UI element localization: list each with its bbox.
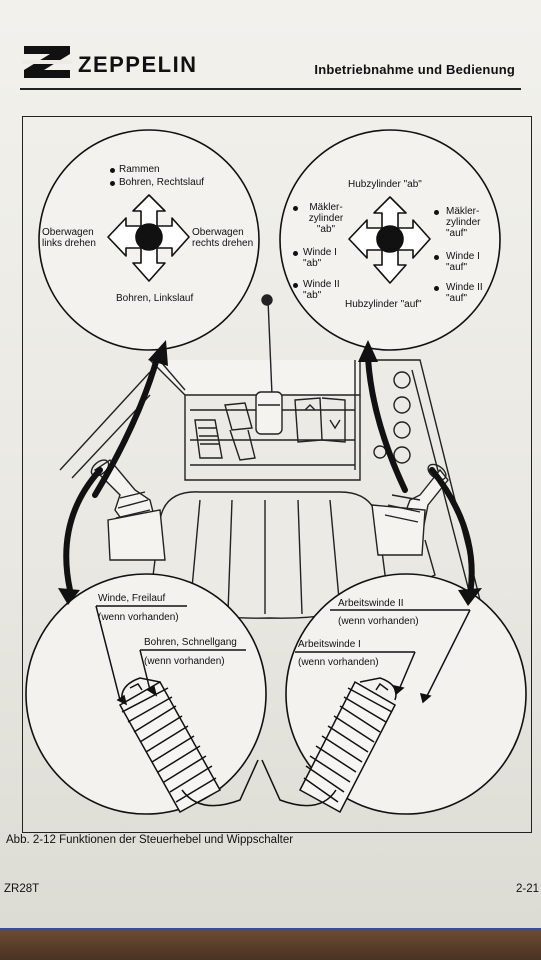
footer-model: ZR28T bbox=[4, 883, 40, 895]
bullet bbox=[434, 286, 439, 291]
zeppelin-logo: ZEPPELIN bbox=[22, 46, 198, 78]
left-switch-note-2: (wenn vorhanden) bbox=[144, 656, 225, 667]
left-lever-top-item-2: Bohren, Rechtslauf bbox=[119, 177, 205, 188]
right-lever-top-label: Hubzylinder "ab" bbox=[348, 179, 422, 190]
right-switch-note-2: (wenn vorhanden) bbox=[298, 657, 379, 668]
header-divider bbox=[20, 88, 521, 90]
arrow-right-lever-up bbox=[365, 355, 408, 493]
page-number: 2-21 bbox=[515, 883, 539, 895]
left-lever-top-item-1: Rammen bbox=[119, 164, 160, 175]
left-switch-drawing bbox=[95, 605, 259, 814]
right-direction-arrows bbox=[348, 196, 431, 284]
figure-frame bbox=[22, 116, 532, 833]
right-lever-left-item-2: Winde I "ab" bbox=[303, 247, 337, 269]
bullet bbox=[110, 168, 115, 173]
cab-drawing bbox=[59, 294, 481, 619]
right-lever-right-item-1: Mäkler- zylinder "auf" bbox=[446, 206, 481, 239]
arrow-right-lever-down bbox=[429, 467, 475, 598]
left-lever-right-label-2: rechts drehen bbox=[192, 238, 254, 249]
right-switch-label-2: Arbeitswinde I bbox=[298, 639, 361, 650]
left-lever-left-label-1: Oberwagen bbox=[42, 227, 94, 238]
right-lever-left-item-3: Winde II "ab" bbox=[303, 279, 340, 301]
figure-illustration bbox=[25, 129, 527, 815]
left-direction-arrows bbox=[107, 194, 190, 282]
arrow-left-lever-down bbox=[63, 467, 103, 593]
bullet bbox=[293, 251, 298, 256]
left-switch-label-1: Winde, Freilauf bbox=[98, 593, 166, 604]
table-surface bbox=[0, 930, 541, 960]
right-lever-left-item-1: Mäkler- zylinder "ab" bbox=[308, 202, 344, 235]
bullet bbox=[434, 255, 439, 260]
bullet bbox=[293, 206, 298, 211]
section-title: Inbetriebnahme und Bedienung bbox=[314, 62, 515, 77]
bullet bbox=[110, 181, 115, 186]
brand-text: ZEPPELIN bbox=[78, 52, 198, 77]
right-switch-drawing bbox=[261, 609, 471, 814]
left-lever-bottom-label: Bohren, Linkslauf bbox=[116, 293, 194, 304]
right-lever-right-item-3: Winde II "auf" bbox=[446, 282, 483, 304]
left-lever-right-label-1: Oberwagen bbox=[192, 227, 244, 238]
right-lever-bottom-label: Hubzylinder "auf" bbox=[345, 299, 422, 310]
arrow-left-lever-up bbox=[92, 352, 161, 498]
bullet bbox=[434, 210, 439, 215]
right-switch-note-1: (wenn vorhanden) bbox=[338, 616, 419, 627]
manual-page: ZEPPELIN Inbetriebnahme und Bedienung bbox=[0, 0, 541, 932]
left-switch-label-2: Bohren, Schnellgang bbox=[144, 637, 237, 648]
right-lever-right-item-2: Winde I "auf" bbox=[446, 251, 480, 273]
bullet bbox=[293, 283, 298, 288]
left-switch-note-1: (wenn vorhanden) bbox=[98, 612, 179, 623]
figure-caption: Abb. 2-12 Funktionen der Steuerhebel und… bbox=[6, 834, 294, 846]
right-switch-label-1: Arbeitswinde II bbox=[338, 598, 404, 609]
left-lever-left-label-2: links drehen bbox=[42, 238, 96, 249]
